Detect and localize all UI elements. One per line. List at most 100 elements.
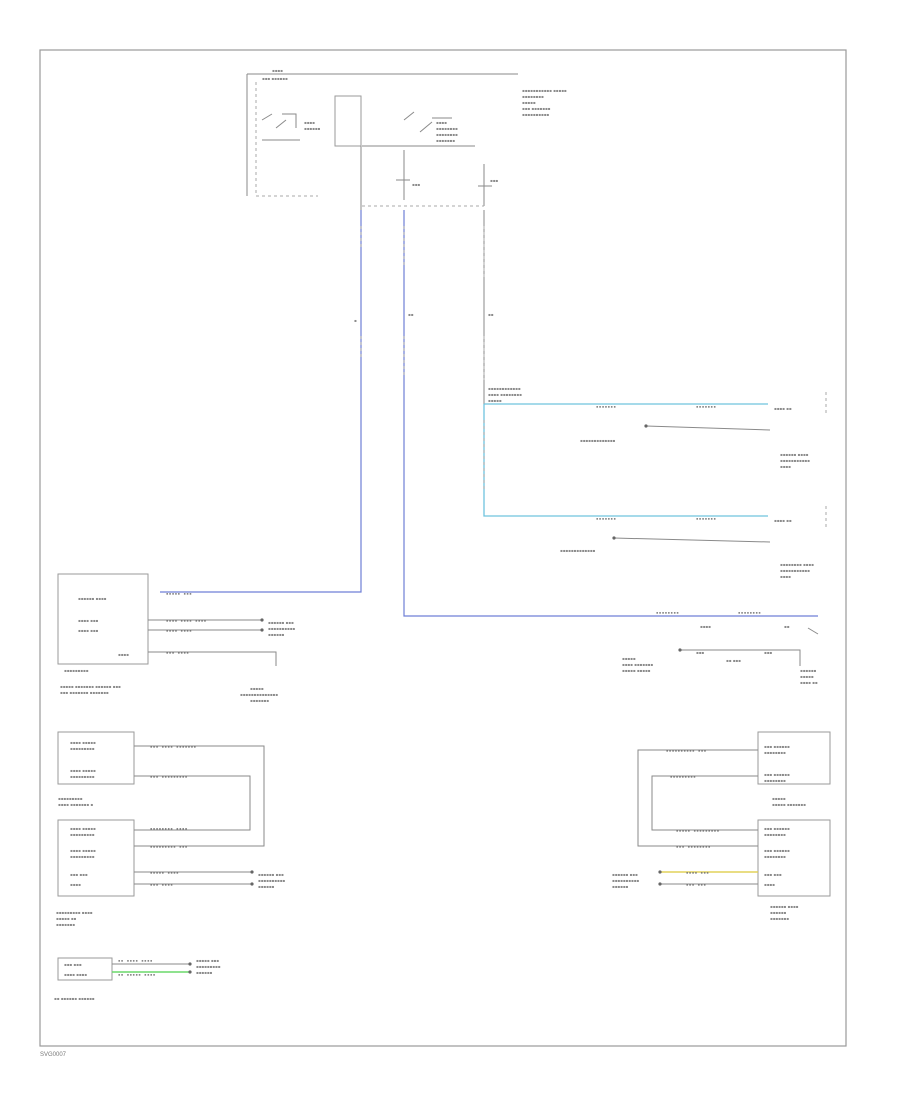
svg-text:▪▪▪▪ ▪▪▪▪▪▪▪ ▪: ▪▪▪▪ ▪▪▪▪▪▪▪ ▪ [58,802,93,807]
svg-text:▪▪ ▪▪▪▪ ▪▪▪▪: ▪▪ ▪▪▪▪ ▪▪▪▪ [118,958,153,963]
svg-text:▪▪▪▪: ▪▪▪▪ [272,68,283,73]
svg-text:▪▪▪▪▪▪▪▪▪: ▪▪▪▪▪▪▪▪▪ [58,796,83,801]
svg-text:▪▪▪▪ ▪▪▪▪: ▪▪▪▪ ▪▪▪▪ [64,972,87,977]
svg-text:▪▪▪ ▪▪▪: ▪▪▪ ▪▪▪ [764,872,782,877]
diagram-frame [39,49,847,1047]
left-module: ▪▪▪▪▪▪ ▪▪▪▪ ▪▪▪▪ ▪▪▪ ▪▪▪▪ ▪▪▪ ▪▪▪▪ ▪▪▪▪▪… [57,573,295,703]
svg-text:▪▪▪▪▪▪ ▪▪▪▪: ▪▪▪▪▪▪ ▪▪▪▪ [78,596,107,601]
svg-text:▪▪▪▪▪▪: ▪▪▪▪▪▪ [258,884,275,889]
svg-text:▪▪▪▪▪▪▪▪▪▪: ▪▪▪▪▪▪▪▪▪▪ [612,878,639,883]
svg-text:▪▪▪▪▪▪: ▪▪▪▪▪▪ [800,668,817,673]
svg-text:▪▪▪▪▪▪▪▪ ▪▪▪▪: ▪▪▪▪▪▪▪▪ ▪▪▪▪ [780,562,814,567]
svg-text:▪▪▪▪▪▪ ▪▪▪▪: ▪▪▪▪▪▪ ▪▪▪▪ [780,452,809,457]
svg-text:▪▪▪ ▪▪▪▪▪▪: ▪▪▪ ▪▪▪▪▪▪ [764,744,790,749]
diagram-code: SVG0007 [40,1052,67,1058]
svg-text:▪▪▪▪▪ ▪▪: ▪▪▪▪▪ ▪▪ [56,916,77,921]
svg-text:▪▪▪▪▪▪▪: ▪▪▪▪▪▪▪ [696,404,716,409]
svg-text:▪▪▪ ▪▪▪▪▪▪: ▪▪▪ ▪▪▪▪▪▪ [764,826,790,831]
passenger-seat-modules: ▪▪▪▪ ▪▪▪▪▪ ▪▪▪▪▪▪▪▪▪ ▪▪▪▪ ▪▪▪▪▪ ▪▪▪▪▪▪▪▪… [56,731,285,927]
svg-text:▪▪▪▪▪▪▪▪: ▪▪▪▪▪▪▪▪ [764,778,786,783]
svg-text:▪▪▪▪: ▪▪▪▪ [780,574,791,579]
svg-text:▪▪▪▪▪▪▪▪▪▪: ▪▪▪▪▪▪▪▪▪▪ [268,626,295,631]
svg-text:▪▪: ▪▪ [488,312,494,317]
svg-text:▪▪▪▪ ▪▪▪▪: ▪▪▪▪ ▪▪▪▪ [166,628,192,633]
svg-text:▪▪▪▪: ▪▪▪▪ [70,882,81,887]
svg-text:▪▪▪ ▪▪▪▪▪▪▪▪: ▪▪▪ ▪▪▪▪▪▪▪▪ [676,844,711,849]
svg-text:▪▪▪▪▪▪▪▪: ▪▪▪▪▪▪▪▪ [436,132,458,137]
svg-text:▪▪▪▪▪▪▪: ▪▪▪▪▪▪▪ [596,404,616,409]
svg-text:▪▪▪▪▪: ▪▪▪▪▪ [800,674,814,679]
svg-text:▪▪▪▪▪▪ ▪▪▪▪: ▪▪▪▪▪▪ ▪▪▪▪ [770,904,799,909]
svg-text:▪▪: ▪▪ [408,312,414,317]
svg-text:▪▪▪ ▪▪▪▪▪▪▪: ▪▪▪ ▪▪▪▪▪▪▪ [522,106,551,111]
svg-text:▪▪▪▪: ▪▪▪▪ [780,464,791,469]
svg-text:▪▪▪▪▪▪▪▪▪▪: ▪▪▪▪▪▪▪▪▪▪ [258,878,285,883]
svg-text:▪▪▪▪ ▪▪: ▪▪▪▪ ▪▪ [774,406,792,411]
svg-text:▪▪▪▪▪▪▪▪: ▪▪▪▪▪▪▪▪ [764,854,786,859]
svg-text:▪▪▪▪ ▪▪▪▪▪: ▪▪▪▪ ▪▪▪▪▪ [70,740,96,745]
svg-text:▪▪▪▪▪: ▪▪▪▪▪ [622,656,636,661]
svg-text:▪▪▪ ▪▪▪▪ ▪▪▪▪▪▪▪: ▪▪▪ ▪▪▪▪ ▪▪▪▪▪▪▪ [150,744,197,749]
svg-text:▪▪▪▪ ▪▪▪: ▪▪▪▪ ▪▪▪ [78,618,99,623]
svg-text:▪▪▪▪▪▪▪▪: ▪▪▪▪▪▪▪▪ [522,94,544,99]
svg-text:▪: ▪ [354,318,357,323]
svg-text:▪▪▪▪▪▪▪▪▪▪▪: ▪▪▪▪▪▪▪▪▪▪▪ [780,458,810,463]
svg-text:▪▪▪▪▪ ▪▪▪: ▪▪▪▪▪ ▪▪▪ [166,591,192,596]
svg-text:▪▪▪ ▪▪▪: ▪▪▪ ▪▪▪ [686,882,706,887]
svg-text:▪▪▪ ▪▪▪▪▪▪: ▪▪▪ ▪▪▪▪▪▪ [764,848,790,853]
svg-text:▪▪▪▪ ▪▪: ▪▪▪▪ ▪▪ [800,680,818,685]
svg-text:▪▪▪▪▪▪▪▪▪: ▪▪▪▪▪▪▪▪▪ [70,774,95,779]
svg-text:▪▪▪▪ ▪▪▪▪ ▪▪▪▪: ▪▪▪▪ ▪▪▪▪ ▪▪▪▪ [166,618,207,623]
trunk-wires: ▪ ▪▪ ▪▪ [160,210,818,617]
svg-text:▪▪▪▪▪▪▪: ▪▪▪▪▪▪▪ [596,516,616,521]
svg-text:▪▪▪▪▪▪ ▪▪▪: ▪▪▪▪▪▪ ▪▪▪ [258,872,284,877]
svg-text:▪▪▪: ▪▪▪ [490,178,498,183]
svg-text:▪▪▪: ▪▪▪ [696,650,704,655]
svg-text:▪▪▪▪: ▪▪▪▪ [436,120,447,125]
svg-text:▪▪▪▪: ▪▪▪▪ [700,624,711,629]
svg-text:▪▪▪▪▪▪▪▪▪: ▪▪▪▪▪▪▪▪▪ [196,964,221,969]
right-middle-switch: ▪▪▪▪▪▪▪▪ ▪▪▪▪▪▪▪▪ ▪▪▪▪ ▪▪ ▪▪▪▪▪ ▪▪▪▪ ▪▪▪… [622,610,819,685]
svg-text:▪▪▪▪▪▪▪▪: ▪▪▪▪▪▪▪▪ [764,750,786,755]
svg-text:▪▪▪▪▪▪: ▪▪▪▪▪▪ [770,910,787,915]
svg-text:▪▪▪▪▪▪▪▪: ▪▪▪▪▪▪▪▪ [764,832,786,837]
svg-text:▪▪ ▪▪▪▪▪▪ ▪▪▪▪▪▪: ▪▪ ▪▪▪▪▪▪ ▪▪▪▪▪▪ [54,996,95,1001]
svg-text:▪▪▪▪ ▪▪▪▪▪: ▪▪▪▪ ▪▪▪▪▪ [70,848,96,853]
svg-text:▪▪▪▪▪▪▪: ▪▪▪▪▪▪▪ [696,516,716,521]
svg-text:▪▪▪▪▪▪▪▪: ▪▪▪▪▪▪▪▪ [738,610,761,615]
svg-text:▪▪▪▪ ▪▪▪▪▪: ▪▪▪▪ ▪▪▪▪▪ [70,826,96,831]
svg-text:▪▪▪ ▪▪▪: ▪▪▪ ▪▪▪ [64,962,82,967]
svg-text:▪▪▪▪▪ ▪▪▪▪▪: ▪▪▪▪▪ ▪▪▪▪▪ [622,668,651,673]
svg-text:▪▪ ▪▪▪▪▪ ▪▪▪▪: ▪▪ ▪▪▪▪▪ ▪▪▪▪ [118,972,156,977]
svg-text:▪▪▪▪ ▪▪: ▪▪▪▪ ▪▪ [774,518,792,523]
svg-text:▪▪▪ ▪▪▪▪▪▪: ▪▪▪ ▪▪▪▪▪▪ [262,76,288,81]
svg-text:▪▪▪▪▪▪▪▪: ▪▪▪▪▪▪▪▪ [656,610,679,615]
svg-text:▪▪▪▪▪▪▪▪▪: ▪▪▪▪▪▪▪▪▪ [70,746,95,751]
svg-text:▪▪▪▪▪▪▪▪▪: ▪▪▪▪▪▪▪▪▪ [670,774,696,779]
svg-text:▪▪▪▪▪▪▪▪▪ ▪▪▪: ▪▪▪▪▪▪▪▪▪ ▪▪▪ [150,844,188,849]
svg-text:▪▪▪▪▪ ▪▪▪: ▪▪▪▪▪ ▪▪▪ [196,958,219,963]
svg-text:▪▪▪ ▪▪▪▪▪▪▪ ▪▪▪▪▪▪▪: ▪▪▪ ▪▪▪▪▪▪▪ ▪▪▪▪▪▪▪ [60,690,109,695]
svg-text:▪▪▪▪▪▪▪▪▪ ▪▪▪▪: ▪▪▪▪▪▪▪▪▪ ▪▪▪▪ [56,910,93,915]
svg-text:▪▪▪▪ ▪▪▪: ▪▪▪▪ ▪▪▪ [686,870,709,875]
svg-text:▪▪ ▪▪▪: ▪▪ ▪▪▪ [726,658,741,663]
svg-text:▪▪▪▪▪▪: ▪▪▪▪▪▪ [268,632,285,637]
svg-text:▪▪▪▪▪▪▪▪▪: ▪▪▪▪▪▪▪▪▪ [70,832,95,837]
svg-text:▪▪▪▪▪▪▪▪▪▪: ▪▪▪▪▪▪▪▪▪▪ [522,112,549,117]
svg-text:▪▪▪▪▪▪▪: ▪▪▪▪▪▪▪ [56,922,75,927]
svg-text:▪▪▪▪▪ ▪▪▪▪▪▪▪ ▪▪▪▪▪▪ ▪▪▪: ▪▪▪▪▪ ▪▪▪▪▪▪▪ ▪▪▪▪▪▪ ▪▪▪ [60,684,121,689]
svg-text:▪▪▪▪▪▪▪: ▪▪▪▪▪▪▪ [250,698,269,703]
svg-text:▪▪▪▪▪▪▪▪▪▪▪ ▪▪▪▪▪: ▪▪▪▪▪▪▪▪▪▪▪ ▪▪▪▪▪ [522,88,567,93]
svg-text:▪▪▪▪▪▪: ▪▪▪▪▪▪ [196,970,213,975]
svg-text:▪▪▪▪▪▪▪: ▪▪▪▪▪▪▪ [770,916,789,921]
svg-text:▪▪▪▪▪▪ ▪▪▪: ▪▪▪▪▪▪ ▪▪▪ [268,620,294,625]
svg-text:▪▪▪▪▪▪▪▪▪: ▪▪▪▪▪▪▪▪▪ [64,668,89,673]
svg-text:▪▪▪: ▪▪▪ [412,182,420,187]
svg-text:▪▪▪▪▪▪▪▪▪▪▪▪▪: ▪▪▪▪▪▪▪▪▪▪▪▪▪ [560,548,596,553]
svg-text:▪▪▪▪▪▪: ▪▪▪▪▪▪ [304,126,321,131]
svg-text:▪▪▪▪▪▪▪▪▪: ▪▪▪▪▪▪▪▪▪ [70,854,95,859]
svg-text:▪▪▪▪▪ ▪▪▪▪▪▪▪▪▪: ▪▪▪▪▪ ▪▪▪▪▪▪▪▪▪ [676,828,720,833]
ac-heater-module: ▪▪▪ ▪▪▪ ▪▪▪▪ ▪▪▪▪ ▪▪ ▪▪▪▪ ▪▪▪▪ ▪▪ ▪▪▪▪▪ … [54,957,221,1001]
driver-seat-modules: ▪▪▪▪▪▪▪▪▪▪ ▪▪▪ ▪▪▪▪▪▪▪▪▪ ▪▪▪▪▪ ▪▪▪▪▪▪▪▪▪… [612,731,831,921]
